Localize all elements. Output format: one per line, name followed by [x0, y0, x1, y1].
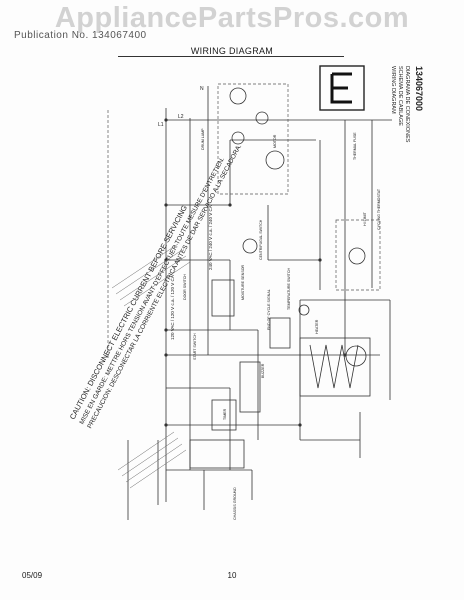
component-lamp: DRUM LAMP	[201, 128, 205, 150]
part-number: 134067000	[414, 66, 424, 111]
component-start: START SWITCH	[193, 333, 197, 360]
component-hilimit: HI LIMIT	[363, 211, 367, 226]
component-timer: TIMER	[223, 408, 227, 420]
footer-page-number: 10	[227, 571, 237, 580]
voltage-labels: 120 VAC / 120 V c.a. / 120 V CA 240 VAC …	[170, 205, 213, 340]
note-block-lines	[111, 243, 191, 489]
component-buzzer: BUZZER	[261, 363, 265, 378]
component-ground: CHASSIS GROUND	[233, 487, 237, 520]
title-block	[319, 65, 365, 111]
side-title-1: WIRING DIAGRAM	[390, 66, 396, 114]
component-heater: HEATER	[315, 319, 319, 334]
component-motor: MOTOR	[273, 134, 277, 148]
component-cycling: CYCLING THERMOSTAT	[377, 188, 381, 230]
line-label-l1: L1	[158, 122, 164, 128]
component-eoc: END OF CYCLE SIGNAL	[267, 289, 271, 330]
footer-date: 05/09	[22, 571, 43, 580]
voltage-120: 120 VAC / 120 V c.a. / 120 V CA	[170, 275, 175, 340]
caution-es: PRECAUCION: DESCONECTAR LA CORRIENTE ELE…	[86, 143, 243, 430]
heater-element	[299, 337, 371, 397]
header-rule	[118, 56, 344, 57]
component-centrif: CENTRIFUGAL SWITCH	[259, 219, 263, 260]
model-number: Publication No. 134067400	[14, 30, 147, 41]
voltage-240: 240 VAC / 240 V c.a. / 240 V CA	[208, 205, 213, 270]
component-temp: TEMPERATURE SWITCH	[287, 268, 291, 310]
component-moisture: MOISTURE SENSOR	[241, 264, 245, 300]
side-title-3: DIAGRAMA DE CONEXIONES	[404, 66, 410, 143]
line-label-l2: L2	[178, 114, 184, 120]
component-labels: HEATER MOTOR TIMER DOOR SWITCH START SWI…	[183, 128, 381, 520]
side-title-2: SCHEMA DE CABLAGE	[397, 66, 403, 126]
motor-windings	[229, 87, 367, 367]
switch-contacts	[189, 279, 291, 469]
side-title-group: WIRING DIAGRAM SCHEMA DE CABLAGE DIAGRAM…	[390, 66, 424, 143]
junction-dots	[164, 118, 347, 427]
watermark-text: AppliancePartsPros.com	[54, 2, 410, 34]
component-fuse: THERMAL FUSE	[353, 132, 357, 160]
dashed-enclosure	[107, 83, 381, 360]
caution-fr: MISE EN GARDE: METTRE HORS TENSION AVANT…	[78, 156, 226, 426]
line-label-n: N	[200, 86, 204, 92]
diagram-title: WIRING DIAGRAM	[190, 46, 274, 56]
line-labels: L1 L2 N	[158, 86, 204, 128]
caution-group: CAUTION: DISCONNECT ELECTRIC CURRENT BEF…	[68, 143, 243, 430]
component-door: DOOR SWITCH	[183, 274, 187, 300]
schematic-wires	[127, 86, 392, 520]
